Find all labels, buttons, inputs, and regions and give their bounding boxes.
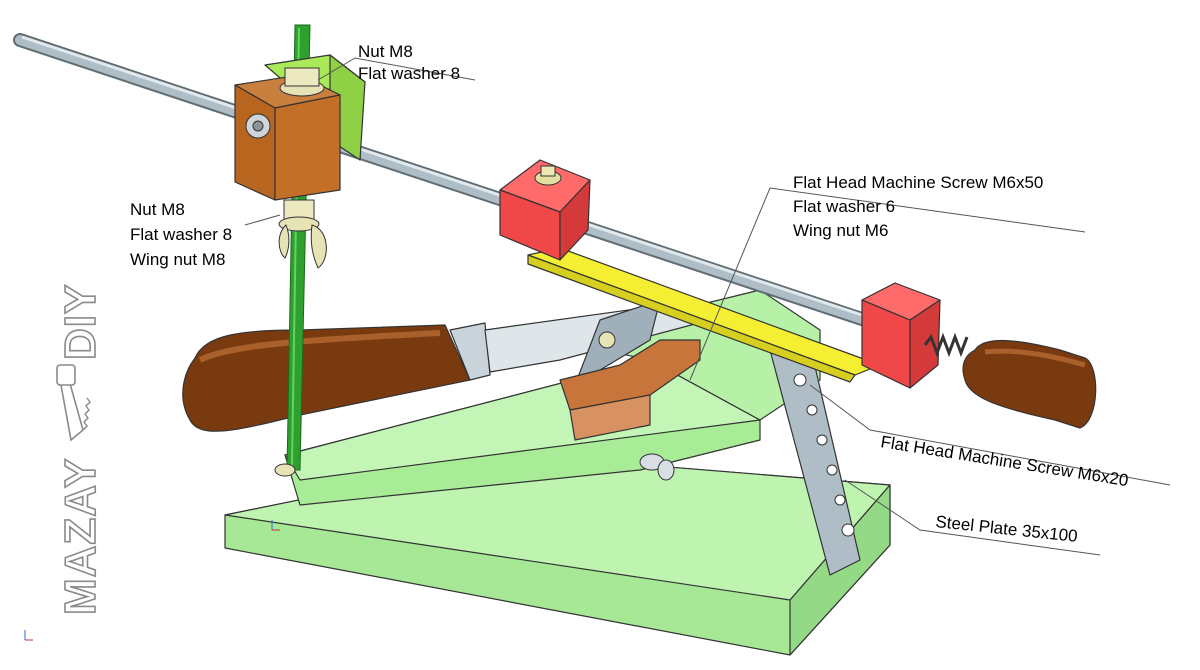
label-screw-m6x50: Flat Head Machine Screw M6x50: [793, 173, 1043, 192]
clamp-block-left: [499, 159, 591, 261]
watermark: MAZAY DIY: [55, 283, 106, 616]
label-washer-8-top: Flat washer 8: [358, 64, 460, 83]
base-block: [224, 454, 891, 656]
label-washer-8-left: Flat washer 8: [130, 225, 232, 244]
axis-gizmo-icon: [24, 520, 280, 641]
nut-washer-top: [279, 67, 325, 97]
label-steel-plate: Steel Plate 35x100: [935, 512, 1079, 546]
guide-block-lower: [559, 339, 701, 441]
hand-saw-icon: [56, 364, 91, 442]
label-nut-m8-left: Nut M8: [130, 200, 185, 219]
leader-lines: [244, 57, 1171, 556]
nut-washer-wingnut-bottom: [278, 199, 327, 269]
label-nut-m8-top: Nut M8: [358, 42, 413, 61]
yellow-stone-holder: [527, 247, 881, 383]
watermark-diy: DIY: [56, 284, 105, 360]
callout-screw-top: Flat Head Machine Screw M6x50 Flat washe…: [793, 173, 1043, 240]
steel-plate: [769, 344, 861, 576]
base-nut: [274, 463, 296, 477]
wing-nut-m6: [639, 453, 675, 481]
knife: [182, 299, 711, 432]
label-screw-m6x20: Flat Head Machine Screw M6x20: [879, 432, 1129, 490]
label-wing-nut-m6: Wing nut M6: [793, 221, 888, 240]
rod-handle: [962, 340, 1097, 429]
clamp-block-right: [861, 282, 941, 389]
plate-screw-m6x20: [598, 331, 616, 349]
callout-plate: Steel Plate 35x100: [935, 512, 1079, 546]
watermark-mazay: MAZAY: [56, 458, 105, 615]
callout-screw-mid: Flat Head Machine Screw M6x20: [879, 432, 1129, 490]
guide-rod: [13, 33, 887, 332]
label-washer-6: Flat washer 6: [793, 197, 895, 216]
label-wing-nut-m8: Wing nut M8: [130, 250, 225, 269]
callout-nut-top: Nut M8 Flat washer 8: [358, 42, 460, 83]
spring: [923, 332, 969, 358]
callout-nut-left: Nut M8 Flat washer 8 Wing nut M8: [130, 200, 232, 269]
